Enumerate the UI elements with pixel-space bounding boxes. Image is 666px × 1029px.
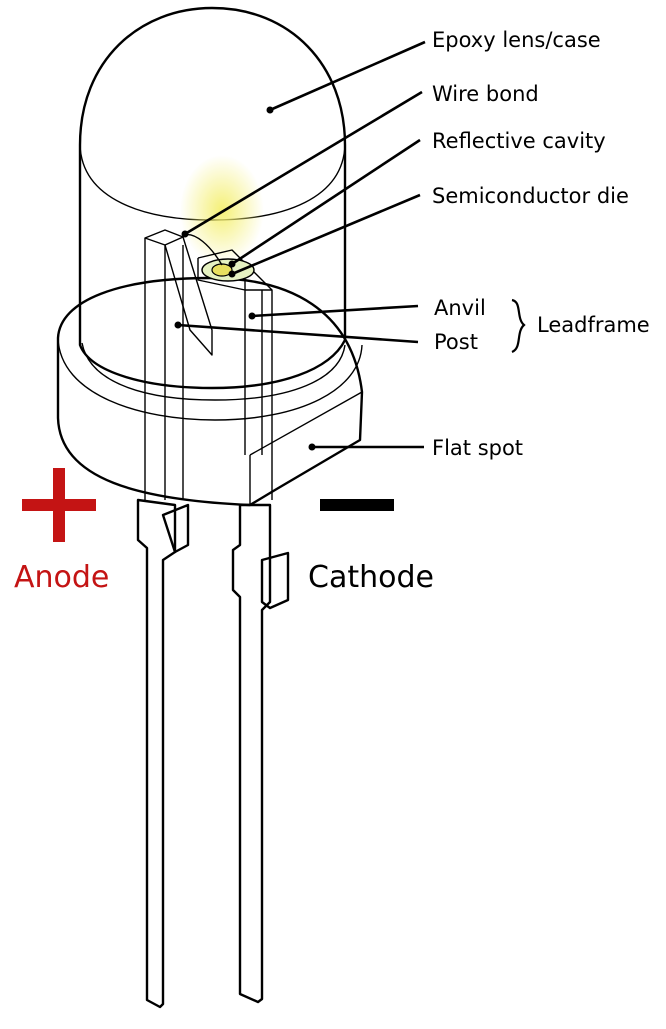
die-glow (180, 155, 264, 265)
label-cathode: Cathode (308, 560, 434, 595)
epoxy-case (56, 6, 364, 507)
label-flat-spot: Flat spot (432, 436, 523, 460)
label-reflective-cavity: Reflective cavity (432, 129, 606, 153)
label-leadframe: Leadframe (537, 313, 650, 337)
label-post: Post (434, 330, 478, 354)
plus-sign-icon (22, 468, 96, 542)
minus-sign-icon (320, 499, 394, 511)
label-anvil: Anvil (434, 296, 486, 320)
leadframe (144, 229, 273, 500)
cathode-lead (231, 503, 290, 1004)
label-anode: Anode (14, 560, 109, 595)
label-semiconductor-die: Semiconductor die (432, 184, 629, 208)
label-epoxy-lens-case: Epoxy lens/case (432, 28, 601, 52)
curly-brace-icon (511, 298, 526, 354)
leader-lines (174, 40, 426, 451)
anode-lead (136, 498, 190, 1009)
label-wire-bond: Wire bond (432, 82, 539, 106)
